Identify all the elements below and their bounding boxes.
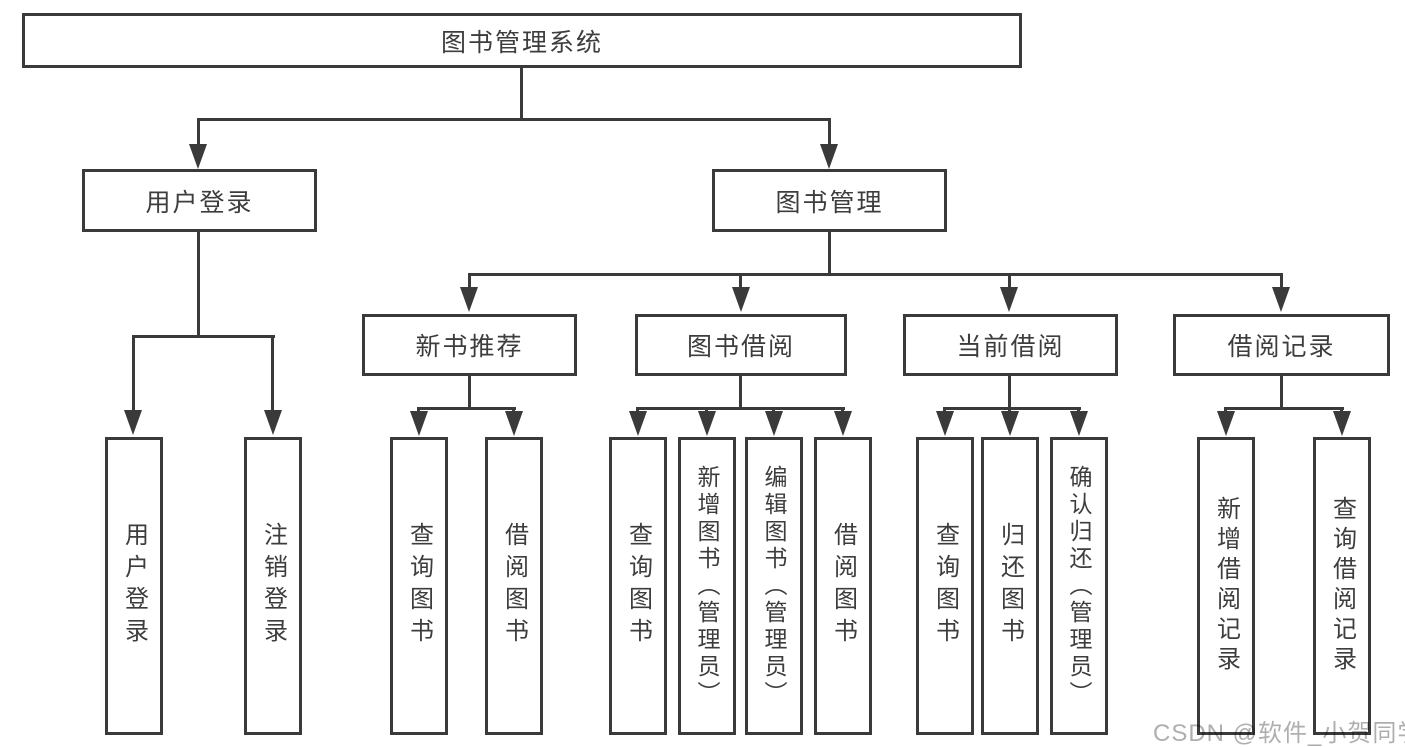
leaf-add-borrow-record-label: 新增借阅记录 [1212, 496, 1240, 676]
arrow-down-icon [698, 411, 716, 436]
leaf-borrow-books-recommend-label: 借阅图书 [500, 522, 528, 650]
connector-drop [417, 407, 420, 413]
connector-root-stub [520, 68, 523, 118]
connector-drop [512, 407, 515, 413]
connector-new-book-rail [417, 407, 516, 410]
node-current-borrowing: 当前借阅 [903, 314, 1118, 376]
connector-drop [943, 407, 946, 413]
connector-borrowing-records-stub [1280, 376, 1283, 407]
node-current-borrowing-label: 当前借阅 [956, 333, 1065, 361]
leaf-confirm-return-admin: 确认归还（管理员） [1050, 437, 1108, 735]
leaf-borrow-books-recommend: 借阅图书 [485, 437, 543, 735]
arrow-down-icon [834, 411, 852, 436]
arrow-down-icon [629, 411, 647, 436]
leaf-query-borrow-record-label: 查询借阅记录 [1328, 496, 1356, 676]
leaf-add-borrow-record: 新增借阅记录 [1197, 437, 1255, 735]
leaf-return-books: 归还图书 [981, 437, 1039, 735]
leaf-logout-label: 注销登录 [259, 522, 287, 650]
leaf-logout: 注销登录 [244, 437, 302, 735]
node-book-management-label: 图书管理 [775, 188, 884, 217]
arrow-down-icon [189, 144, 207, 169]
leaf-query-books-recommend: 查询图书 [390, 437, 448, 735]
node-new-book-recommendation-label: 新书推荐 [415, 333, 524, 361]
connector-borrowing-records-rail [1224, 407, 1344, 410]
node-new-book-recommendation: 新书推荐 [362, 314, 577, 376]
leaf-query-books-current-label: 查询图书 [931, 522, 959, 650]
node-user-login-label: 用户登录 [145, 188, 254, 217]
leaf-user-login-label: 用户登录 [120, 522, 148, 650]
leaf-return-books-label: 归还图书 [996, 522, 1024, 650]
leaf-edit-books-admin: 编辑图书（管理员） [745, 437, 803, 735]
leaf-user-login: 用户登录 [105, 437, 163, 735]
connector-drop [828, 118, 831, 146]
connector-book-management-rail [468, 273, 1282, 276]
connector-drop [636, 407, 639, 413]
leaf-query-books-borrowing-label: 查询图书 [624, 522, 652, 650]
leaf-confirm-return-admin-label: 确认归还（管理员） [1066, 464, 1092, 708]
connector-drop [772, 407, 775, 413]
connector-drop [841, 407, 844, 413]
leaf-query-books-recommend-label: 查询图书 [405, 522, 433, 650]
arrow-down-icon [264, 410, 282, 435]
arrow-down-icon [1070, 411, 1088, 436]
arrow-down-icon [1000, 287, 1018, 312]
leaf-edit-books-admin-label: 编辑图书（管理员） [761, 464, 787, 708]
node-book-management: 图书管理 [712, 169, 947, 232]
leaf-query-books-borrowing: 查询图书 [609, 437, 667, 735]
node-user-login: 用户登录 [82, 169, 317, 232]
node-root: 图书管理系统 [22, 13, 1022, 68]
arrow-down-icon [1217, 411, 1235, 436]
node-root-label: 图书管理系统 [440, 28, 603, 57]
arrow-down-icon [410, 411, 428, 436]
connector-user-login-rail [132, 335, 275, 338]
connector-current-borrowing-rail [943, 407, 1081, 410]
connector-drop [271, 335, 274, 412]
arrow-down-icon [124, 410, 142, 435]
connector-book-borrowing-stub [739, 376, 742, 407]
leaf-add-books-admin: 新增图书（管理员） [678, 437, 736, 735]
connector-drop [1340, 407, 1343, 413]
connector-drop [1008, 407, 1011, 413]
node-borrowing-records-label: 借阅记录 [1227, 333, 1336, 361]
leaf-borrow-books: 借阅图书 [814, 437, 872, 735]
connector-new-book-stub [468, 376, 471, 407]
connector-drop [1224, 407, 1227, 413]
arrow-down-icon [460, 287, 478, 312]
leaf-query-books-current: 查询图书 [916, 437, 974, 735]
connector-drop [1077, 407, 1080, 413]
connector-drop [197, 118, 200, 146]
leaf-borrow-books-label: 借阅图书 [829, 522, 857, 650]
node-book-borrowing-label: 图书借阅 [686, 333, 795, 361]
watermark: CSDN @软件_小贺同学 [1153, 720, 1405, 747]
leaf-add-books-admin-label: 新增图书（管理员） [694, 464, 720, 708]
connector-drop [739, 273, 742, 289]
node-borrowing-records: 借阅记录 [1173, 314, 1390, 376]
connector-book-management-stub [828, 232, 831, 273]
node-book-borrowing: 图书借阅 [635, 314, 847, 376]
connector-drop [132, 335, 135, 412]
connector-current-borrowing-stub [1008, 376, 1011, 407]
connector-drop [468, 273, 471, 289]
arrow-down-icon [936, 411, 954, 436]
arrow-down-icon [1272, 287, 1290, 312]
arrow-down-icon [765, 411, 783, 436]
arrow-down-icon [732, 287, 750, 312]
connector-drop [705, 407, 708, 413]
connector-user-login-stub [197, 232, 200, 335]
arrow-down-icon [1001, 411, 1019, 436]
connector-drop [1280, 273, 1283, 289]
connector-drop [1008, 273, 1011, 289]
arrow-down-icon [820, 144, 838, 169]
connector-book-borrowing-rail [636, 407, 845, 410]
leaf-query-borrow-record: 查询借阅记录 [1313, 437, 1371, 735]
arrow-down-icon [505, 411, 523, 436]
connector-root-rail [197, 118, 831, 121]
arrow-down-icon [1333, 411, 1351, 436]
